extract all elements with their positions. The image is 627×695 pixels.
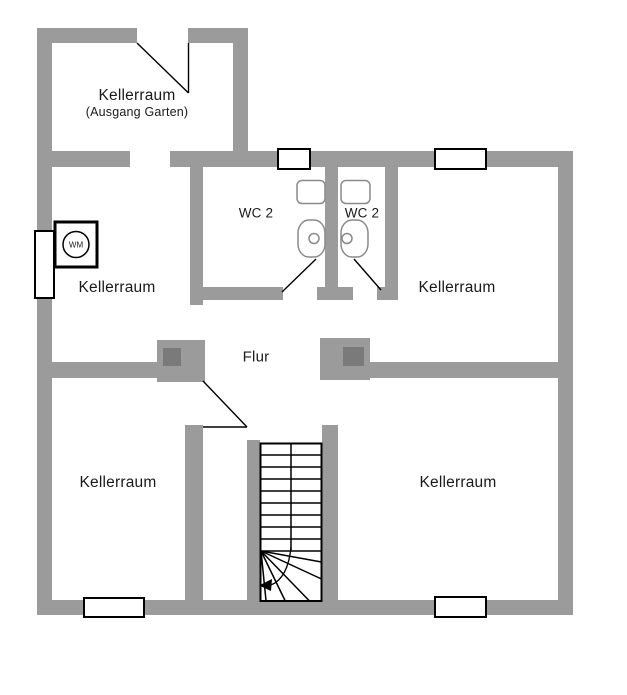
washing-machine: WM [53, 220, 99, 269]
room-label-hallway: Flur [242, 348, 270, 366]
room-label-cellar-left: Kellerraum [78, 279, 156, 296]
wall-outer-top [170, 151, 573, 167]
doors [136, 42, 382, 428]
wall-bottom-left-room-right [185, 425, 203, 602]
window-top-wc [277, 148, 311, 170]
washing-machine-label: WM [69, 241, 84, 250]
room-label-cellar-bottom-left: Kellerraum [79, 474, 157, 491]
washing-machine-drum [62, 230, 90, 259]
window-top-right [434, 148, 487, 170]
toilet-wc1-cistern [296, 179, 326, 205]
wall-mid-right [370, 362, 558, 378]
toilet-wc1-drain [308, 232, 320, 245]
window-bottom-right [434, 596, 487, 618]
wall-outer-right [558, 151, 573, 615]
wall-mid-left [52, 362, 157, 378]
washing-machine-body [53, 220, 99, 269]
toilet-wc2 [340, 179, 371, 258]
staircase [259, 442, 323, 602]
chimneys [163, 347, 364, 366]
wall-wc-divider-foot [317, 287, 353, 300]
door-wc2-swing [353, 258, 382, 291]
toilet-wc1 [296, 179, 326, 258]
wall-outer-left [37, 28, 52, 615]
room-sublabel-cellar-garden: (Ausgang Garten) [85, 105, 189, 119]
stair-direction-arrow [259, 579, 272, 591]
wall-wc2-right-foot [377, 287, 398, 300]
wall-wc1-bottom [203, 287, 283, 300]
door-hall-swing [202, 380, 248, 428]
wall-wc2-right [385, 167, 398, 287]
room-label-cellar-garden: Kellerraum [98, 87, 176, 104]
wall-garden-room-top-left [37, 28, 137, 43]
toilet-wc2-drain [341, 232, 353, 245]
toilet-wc2-cistern [340, 179, 371, 205]
room-label-wc-right: WC 2 [344, 205, 380, 221]
toilet-wc2-bowl [340, 219, 369, 258]
window-bottom-left [83, 597, 145, 618]
wall-top-under-garden-room [52, 151, 130, 167]
door-garden-swing [136, 42, 189, 94]
chimney-left [163, 348, 181, 366]
door-wc1-swing [281, 258, 317, 293]
room-label-cellar-right: Kellerraum [418, 279, 496, 296]
room-label-cellar-bottom-right: Kellerraum [419, 474, 497, 491]
wall-wc1-left [190, 167, 203, 305]
wall-wc-divider [325, 167, 338, 287]
wall-stair-left [247, 440, 260, 602]
wall-garden-room-right [233, 28, 248, 152]
window-left [34, 230, 55, 299]
toilets [296, 179, 371, 258]
room-label-wc-left: WC 2 [238, 205, 274, 221]
stair-walkline [270, 546, 292, 586]
wall-stair-right [322, 425, 338, 602]
stair-winders [260, 550, 322, 602]
windows [34, 148, 487, 618]
chimney-right [343, 347, 364, 366]
